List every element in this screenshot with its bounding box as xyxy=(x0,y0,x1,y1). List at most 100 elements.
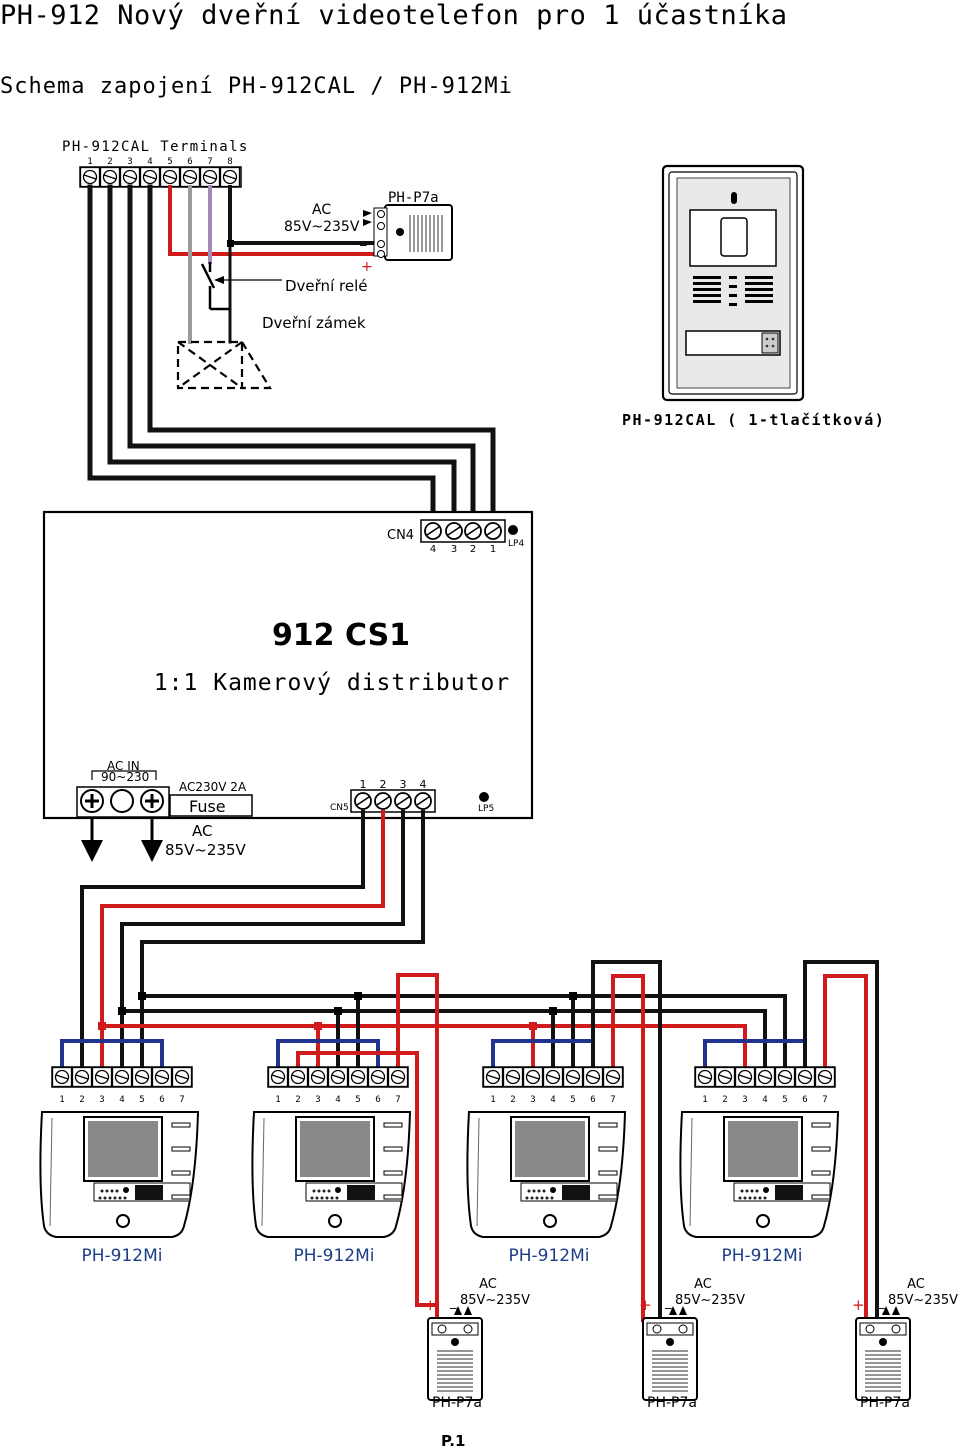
page-number: P.1 xyxy=(441,1432,465,1449)
psu-minus: _ xyxy=(877,1295,885,1310)
top-psu-minus: _ xyxy=(359,232,367,247)
cn5-screw-icon xyxy=(414,792,432,810)
door-relay-switch xyxy=(200,262,282,311)
page-subtitle: Schema zapojení PH-912CAL / PH-912Mi xyxy=(0,74,513,99)
terminal-screw-icon xyxy=(522,1066,544,1088)
terminal-number: 1 xyxy=(702,1095,707,1105)
psu-label: PH-P7a xyxy=(647,1395,697,1411)
terminal-screw-icon xyxy=(151,1066,173,1088)
cn4-block xyxy=(420,519,506,543)
monitor-label: PH-912Mi xyxy=(81,1246,162,1266)
wire-cn4-3 xyxy=(107,184,457,525)
cn5-block xyxy=(350,789,436,813)
terminal-number: 2 xyxy=(107,157,112,167)
ac-in-range: 90~230 xyxy=(101,770,149,784)
door-lock-label: Dveřní zámek xyxy=(262,314,366,332)
ac-in-label: AC IN xyxy=(107,759,140,773)
fuse-box xyxy=(169,794,253,817)
ac-in-screw-right-icon xyxy=(140,789,164,813)
cn5-number: 4 xyxy=(420,778,427,791)
terminal-screw-icon xyxy=(171,1066,193,1088)
terminal-number: 4 xyxy=(335,1095,340,1105)
terminal-number: 2 xyxy=(510,1095,515,1105)
terminal-screw-icon xyxy=(327,1066,349,1088)
wire-cn4-2 xyxy=(127,184,476,525)
terminal-number: 7 xyxy=(610,1095,615,1105)
terminal-number: 5 xyxy=(139,1095,144,1105)
terminal-screw-icon xyxy=(119,166,141,188)
lp5-led xyxy=(479,792,489,802)
fuse-rating: AC230V 2A xyxy=(179,780,247,794)
terminal-screw-icon xyxy=(51,1066,73,1088)
cn4-number: 1 xyxy=(490,544,496,555)
terminal-number: 4 xyxy=(762,1095,767,1105)
top-terminal-screws xyxy=(79,166,241,188)
terminal-number: 6 xyxy=(159,1095,164,1105)
lp5-label: LP5 xyxy=(478,804,494,814)
monitor-icon xyxy=(466,1111,626,1238)
monitor-unit: PH-912Mi xyxy=(39,1111,200,1266)
top-psu-voltage: 85V~235V xyxy=(284,219,360,235)
cn4-screw-icon xyxy=(464,522,482,540)
cn4-number: 4 xyxy=(430,544,436,555)
terminal-screw-icon xyxy=(111,1066,133,1088)
cn4-screw-icon xyxy=(484,522,502,540)
terminal-screw-icon xyxy=(774,1066,796,1088)
power-supply-icon xyxy=(427,1305,483,1401)
cn5-screw-icon xyxy=(354,792,372,810)
psu-voltage: 85V~235V xyxy=(675,1293,745,1308)
terminal-screw-icon xyxy=(582,1066,604,1088)
terminal-number: 5 xyxy=(782,1095,787,1105)
monitor-unit: PH-912Mi xyxy=(466,1111,626,1266)
distributor-model: 912 CS1 xyxy=(272,618,410,653)
terminal-screw-icon xyxy=(99,166,121,188)
bottom-wires xyxy=(60,810,879,1322)
terminal-number: 2 xyxy=(79,1095,84,1105)
terminal-number: 4 xyxy=(119,1095,124,1105)
ac-output-voltage: 85V~235V xyxy=(165,841,247,859)
terminal-screw-icon xyxy=(367,1066,389,1088)
terminal-screw-icon xyxy=(199,166,221,188)
bus-junction-dots xyxy=(118,992,577,1015)
monitor-label: PH-912Mi xyxy=(508,1246,589,1266)
cn5-number: 2 xyxy=(380,778,387,791)
lp4-label: LP4 xyxy=(508,539,524,549)
cn4-number: 2 xyxy=(470,544,476,555)
monitor-unit: PH-912Mi xyxy=(679,1111,839,1266)
power-supply-icon xyxy=(642,1305,698,1401)
psu-voltage: 85V~235V xyxy=(460,1293,530,1308)
terminal-screw-icon xyxy=(502,1066,524,1088)
power-supply-icon xyxy=(855,1305,911,1401)
door-station xyxy=(661,164,805,402)
terminal-screw-icon xyxy=(307,1066,329,1088)
terminal-number: 2 xyxy=(295,1095,300,1105)
terminal-number: 3 xyxy=(127,157,132,167)
terminal-number: 4 xyxy=(147,157,152,167)
monitor-icon xyxy=(679,1111,839,1238)
bottom-power-supplies: AC85V~235V+_PH-P7aAC85V~235V+_PH-P7aAC85… xyxy=(424,1277,958,1411)
cn4-screw-icon xyxy=(424,522,442,540)
psu-label: PH-P7a xyxy=(860,1395,910,1411)
ac-in-ground-icon xyxy=(110,789,134,813)
page-title: PH-912 Nový dveřní videotelefon pro 1 úč… xyxy=(0,0,788,31)
door-relay-label: Dveřní relé xyxy=(285,277,367,295)
wire-power-plus xyxy=(168,185,387,256)
terminal-number: 7 xyxy=(395,1095,400,1105)
terminal-screw-icon xyxy=(179,166,201,188)
terminal-number: 5 xyxy=(167,157,172,167)
ac-output-label: AC xyxy=(192,822,212,840)
terminal-number: 1 xyxy=(87,157,92,167)
top-power-supply xyxy=(363,204,453,261)
terminal-number: 1 xyxy=(490,1095,495,1105)
monitor-icon xyxy=(39,1111,200,1238)
terminal-screw-icon xyxy=(562,1066,584,1088)
